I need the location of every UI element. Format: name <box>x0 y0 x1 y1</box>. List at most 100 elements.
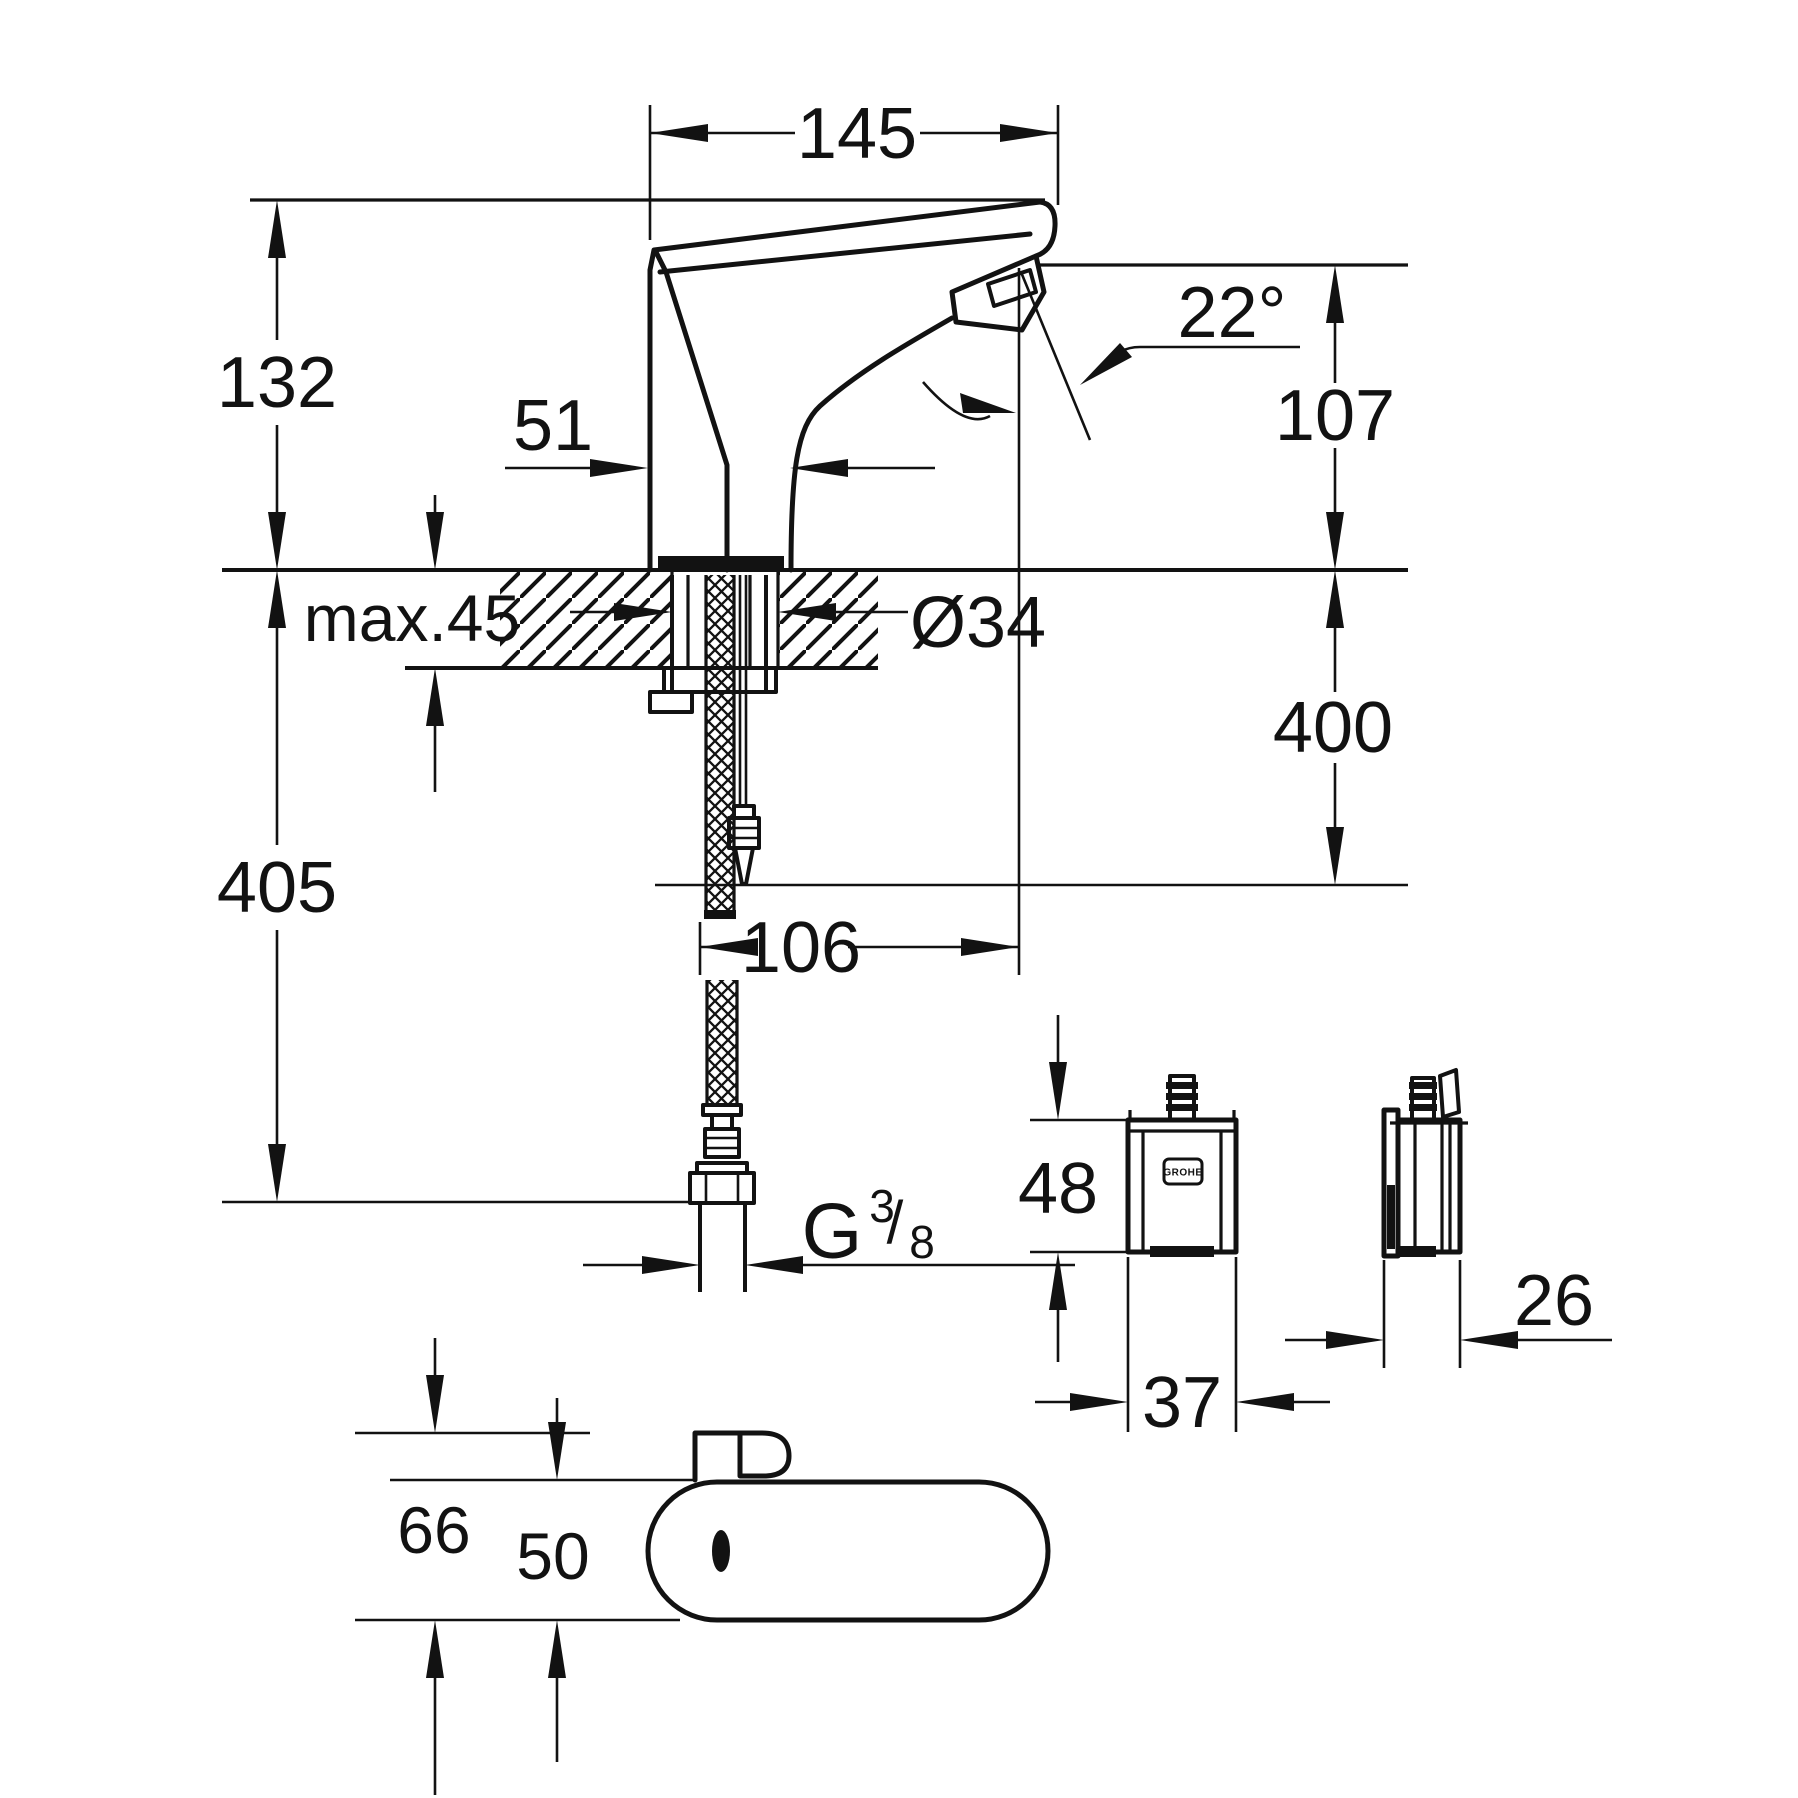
dim-132-label: 132 <box>217 343 337 423</box>
hose-mesh-upper <box>706 575 734 918</box>
side-cover-dark-strip <box>1387 1185 1395 1249</box>
g38-fitting <box>688 1103 756 1292</box>
braided-supply-hose-lower <box>705 980 739 1105</box>
dim-51-label: 51 <box>513 386 593 466</box>
spout-outer-outline <box>647 199 1058 573</box>
arrowhead-down-icon <box>548 1422 566 1480</box>
spout-inner-top-line <box>657 231 1033 275</box>
dim-50: 50 <box>516 1398 590 1762</box>
grohe-logo-frame-icon <box>1162 1157 1204 1186</box>
hose-edges-lower <box>705 980 739 1105</box>
arrowhead-left-icon <box>778 603 836 621</box>
hex-nut <box>688 1171 756 1205</box>
arrowhead-up-icon <box>268 200 286 258</box>
aerator-outlet <box>949 253 1047 333</box>
arrowhead-left-icon <box>700 938 758 956</box>
control-box-front-view: GROHE <box>1125 1074 1239 1257</box>
arrowhead-right-icon <box>590 459 648 477</box>
side-connector-barb-1 <box>1409 1082 1437 1089</box>
body-front-fold-line <box>653 249 730 573</box>
plug-ridges <box>729 826 759 840</box>
dim-132: 132 <box>217 200 337 570</box>
angle-reference-line <box>1019 271 1092 441</box>
arrowhead-left-icon <box>1236 1393 1294 1411</box>
hose-break-cap <box>704 910 736 919</box>
dim-400-label: 400 <box>1273 688 1393 768</box>
dim-405: 405 <box>217 570 337 1202</box>
thread-numerator-label: 3 <box>869 1180 895 1232</box>
spout-underside-line <box>788 315 955 573</box>
dim-51: 51 <box>505 386 935 477</box>
dim-145: 145 <box>648 94 1060 240</box>
sensor-angle-annotation: 22° <box>922 271 1300 441</box>
dim-66: 66 <box>397 1338 471 1795</box>
arrowhead-up-icon <box>1326 265 1344 323</box>
dim-hole-diameter: Ø34 <box>570 583 1046 663</box>
dim-106: 106 <box>698 908 1019 988</box>
base-connector-bump <box>692 1430 792 1483</box>
sensor-beam-arc <box>922 381 991 421</box>
max-deck-thickness-label: max.45 <box>304 581 520 655</box>
fitting-ridges <box>705 1136 739 1150</box>
angle-leader-arrowhead-icon <box>1080 343 1132 385</box>
arrowhead-down-icon <box>426 1375 444 1433</box>
dim-107: 107 <box>1275 265 1395 570</box>
hex-nut-facets <box>704 1173 740 1203</box>
dim-48-label: 48 <box>1018 1149 1098 1229</box>
dim-max45: max.45 <box>304 495 520 792</box>
arrowhead-right-icon <box>961 938 1019 956</box>
grohe-logo: GROHE <box>1162 1157 1204 1186</box>
dim-26: 26 <box>1285 1260 1612 1368</box>
arrowhead-right-icon <box>1326 1331 1384 1349</box>
arrowhead-right-icon <box>1000 124 1058 142</box>
base-profile-view <box>355 1430 1051 1623</box>
sensor-cable-plug <box>727 575 761 886</box>
arrowhead-up-icon <box>268 570 286 628</box>
sensor-beam-arrowhead-icon <box>960 393 1016 413</box>
box-bottom-latch <box>1150 1246 1214 1257</box>
dim-106-label: 106 <box>741 908 861 988</box>
fitting-stem <box>710 1113 734 1131</box>
grohe-logo-label: GROHE <box>1163 1168 1202 1179</box>
side-mounting-tab <box>1438 1068 1461 1119</box>
hole-diameter-label: Ø34 <box>910 583 1046 663</box>
side-connector-barb-2 <box>1409 1093 1437 1100</box>
arrowhead-left-icon <box>745 1256 803 1274</box>
arrowhead-down-icon <box>1326 827 1344 885</box>
base-seal-plinth <box>658 556 784 570</box>
faucet-side-view <box>647 199 1058 573</box>
deck-hatch-left <box>500 572 672 666</box>
arrowhead-down-icon <box>268 1144 286 1202</box>
arrowhead-down-icon <box>1049 1062 1067 1120</box>
dim-145-label: 145 <box>797 94 917 174</box>
dim-66-label: 66 <box>397 1493 470 1567</box>
arrowhead-left-icon <box>790 459 848 477</box>
dim-37: 37 <box>1035 1257 1330 1443</box>
hose-edges-upper <box>704 575 736 918</box>
aerator-inner-face <box>986 268 1038 308</box>
ext-lines-48 <box>1030 1118 1128 1254</box>
dim-thread: G 3 / 8 <box>583 1180 1075 1274</box>
shank-step-nut <box>648 690 694 714</box>
ext-lines-37 <box>1126 1257 1238 1432</box>
dim-50-label: 50 <box>516 1519 589 1593</box>
ext-lines-26 <box>1382 1260 1462 1368</box>
angle-22-label: 22° <box>1178 273 1287 353</box>
arrowhead-left-icon <box>1460 1331 1518 1349</box>
supply-pipe <box>698 1203 747 1292</box>
side-connector-barb-3 <box>1409 1104 1437 1111</box>
fitting-block <box>703 1127 741 1159</box>
thread-g-label: G <box>802 1186 863 1274</box>
arrowhead-up-icon <box>1326 570 1344 628</box>
shank-inner-lines <box>686 575 752 668</box>
dim-37-label: 37 <box>1142 1363 1222 1443</box>
arrowhead-up-icon <box>548 1620 566 1678</box>
braided-supply-hose-upper <box>704 575 736 919</box>
ext-lines-145 <box>648 105 1060 240</box>
box-corner-tabs <box>1128 1110 1236 1120</box>
arrowhead-up-icon <box>426 668 444 726</box>
connector-barb-2 <box>1166 1093 1198 1100</box>
dim-48: 48 <box>1018 1015 1128 1362</box>
base-outline-stadium <box>645 1479 1051 1623</box>
